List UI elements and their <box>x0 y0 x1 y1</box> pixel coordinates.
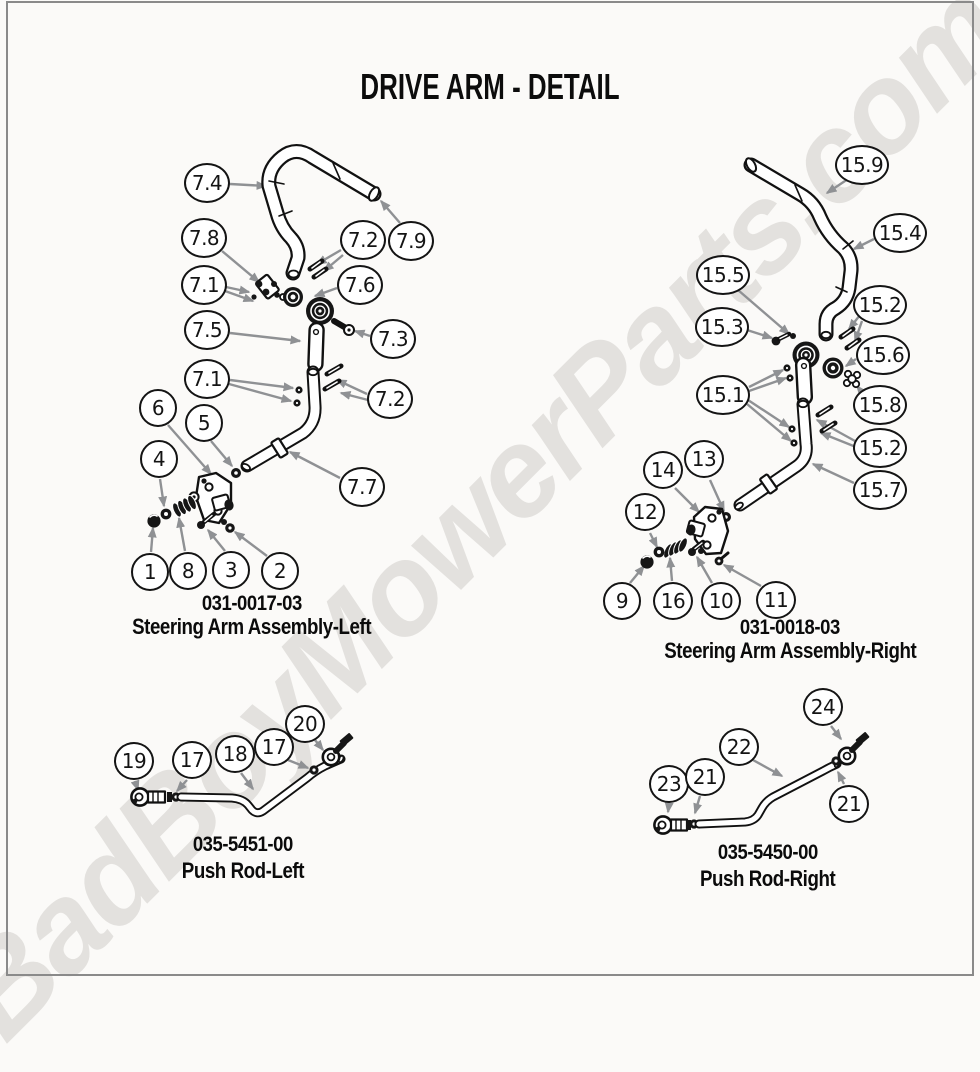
leader-arrow-9 <box>629 564 645 584</box>
leader-arrow-7.2 <box>339 391 369 402</box>
leader-arrow-7.4 <box>229 180 268 190</box>
leader-arrow-15.1 <box>747 398 791 429</box>
label-push-rod-left: 035-5451-00 Push Rod-Left <box>83 833 403 883</box>
leader-arrow-4 <box>158 478 168 508</box>
cap-nut-9 <box>640 555 654 569</box>
leader-arrow-7.1 <box>229 378 295 392</box>
leader-arrow-15.1 <box>746 403 793 442</box>
page-title: DRIVE ARM - DETAIL <box>360 66 620 107</box>
pin-fasteners-lower-right <box>815 404 838 434</box>
leader-arrow-17 <box>287 758 310 770</box>
part-name-steering-right: Steering Arm Assembly-Right <box>663 638 917 663</box>
leader-arrow-20 <box>313 739 324 752</box>
leader-arrow-7.8 <box>221 250 261 283</box>
leader-arrow-7.5 <box>229 331 302 345</box>
leader-arrow-7.9 <box>380 199 401 224</box>
pivot-disc-small <box>283 287 303 307</box>
leader-arrow-7.1 <box>228 382 293 403</box>
steering-arm-right-art <box>640 157 862 569</box>
leader-arrow-15.9 <box>825 178 849 194</box>
leader-arrow-22 <box>752 758 784 778</box>
pivot-bracket-right <box>685 505 730 556</box>
label-steering-arm-right: 031-0018-03 Steering Arm Assembly-Right <box>630 616 950 663</box>
part-number-push-rod-right: 035-5450-00 <box>718 841 818 864</box>
leader-arrow-1 <box>147 526 157 553</box>
part-name-push-rod-right: Push Rod-Right <box>700 866 836 891</box>
label-push-rod-right: 035-5450-00 Push Rod-Right <box>608 841 928 891</box>
leader-arrow-24 <box>830 725 842 741</box>
star-flange-15-8 <box>842 369 862 389</box>
steering-arm-left-art <box>147 144 382 533</box>
part-number-steering-left: 031-0017-03 <box>202 592 302 615</box>
leader-arrow-18 <box>240 772 254 791</box>
leader-arrow-15.2 <box>848 314 861 331</box>
leader-arrow-3 <box>207 528 226 552</box>
pivot-disc-small-right <box>822 357 844 379</box>
leader-arrow-15.7 <box>811 462 855 485</box>
spring-16 <box>663 537 688 559</box>
shaft-collar-left <box>270 437 289 459</box>
tube-end-cap <box>367 186 381 202</box>
bolt-15-3 <box>771 331 796 346</box>
part-number-push-rod-left: 035-5451-00 <box>193 833 293 856</box>
leader-arrow-15.2 <box>819 431 857 449</box>
cap-nut-1 <box>147 514 161 528</box>
leader-arrow-10 <box>695 555 714 584</box>
leader-arrow-14 <box>674 487 701 514</box>
pivot-bracket-left <box>194 471 234 525</box>
bolt-3 <box>197 511 217 529</box>
push-rod-right-art <box>653 732 870 835</box>
label-steering-arm-left: 031-0017-03 Steering Arm Assembly-Left <box>92 592 412 639</box>
leader-arrow-7.7 <box>288 450 341 480</box>
leader-arrow-7.6 <box>313 286 338 298</box>
pin-fasteners-top <box>307 258 329 280</box>
leader-arrow-15.2 <box>815 418 856 443</box>
leader-arrow-15.4 <box>852 237 875 251</box>
leader-arrow-5 <box>210 440 233 468</box>
pin-fasteners-top-right <box>838 326 862 351</box>
leader-arrow-15.3 <box>746 328 774 340</box>
leader-arrow-21 <box>693 795 702 815</box>
leader-arrow-15.5 <box>737 289 791 335</box>
leader-arrow-23 <box>664 802 674 814</box>
leader-arrow-8 <box>176 516 187 552</box>
leader-arrow-12 <box>648 532 659 549</box>
u-joint-hardware <box>251 273 287 301</box>
leader-arrow-13 <box>708 479 726 513</box>
nut-2 <box>225 523 235 533</box>
part-name-steering-left: Steering Arm Assembly-Left <box>132 614 372 639</box>
leader-arrow-7.3 <box>353 329 371 339</box>
leader-arrow-11 <box>722 563 762 588</box>
drive-arm-tube-left <box>261 144 382 281</box>
leader-arrow-16 <box>666 556 676 582</box>
leader-arrow-15.1 <box>748 376 788 393</box>
bolt-7-3 <box>331 318 355 336</box>
part-number-steering-right: 031-0018-03 <box>740 616 840 639</box>
leader-arrow-6 <box>167 424 212 476</box>
push-rod-left-art <box>130 733 354 818</box>
link-arm-left <box>307 321 325 373</box>
shaft-collar-right <box>759 473 778 495</box>
diagram-line-art <box>130 144 875 835</box>
leader-arrow-7.1 <box>224 289 255 303</box>
leader-arrow-7.1 <box>225 285 251 295</box>
ball-joint-right-end <box>321 733 354 767</box>
leader-arrow-15.1 <box>748 368 785 389</box>
leader-arrow-7.2 <box>335 378 368 396</box>
spring-8 <box>172 494 197 518</box>
pivot-disc-large <box>306 297 334 325</box>
pin-fasteners-lower <box>322 363 344 392</box>
leader-arrow-15.6 <box>844 356 857 367</box>
leader-arrow-17 <box>175 779 188 793</box>
leader-arrow-21 <box>836 770 847 785</box>
callout-arrows <box>130 178 875 815</box>
bolt-10 <box>688 539 706 556</box>
link-arm-right <box>794 356 814 406</box>
part-name-push-rod-left: Push Rod-Left <box>181 858 305 883</box>
nut-11 <box>714 551 730 566</box>
leader-arrow-2 <box>233 531 268 557</box>
ball-joint-right-end-right-rod <box>837 732 870 766</box>
